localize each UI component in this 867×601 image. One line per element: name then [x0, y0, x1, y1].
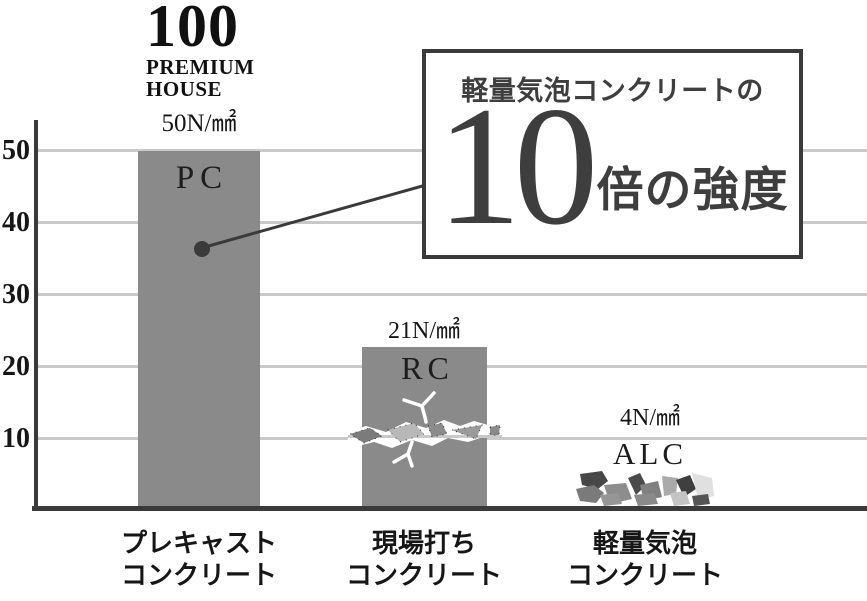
category-label-line: コンクリート: [120, 561, 277, 590]
value-label-alc: 4N/㎟: [620, 405, 680, 431]
category-label-line: コンクリート: [345, 561, 502, 590]
callout-text-line2: 10 倍の強度: [426, 72, 799, 261]
logo-number: 100: [146, 0, 239, 59]
category-label-line: 軽量気泡: [592, 529, 697, 558]
callout-suffix-text: 倍の強度: [596, 165, 789, 217]
category-label-cast-in-place: 現場打ち コンクリート: [319, 528, 529, 592]
bar-abbr-rc: RC: [401, 350, 454, 386]
bar-abbr-alc: ALC: [613, 436, 687, 471]
value-label-pc: 50N/㎟: [161, 110, 237, 137]
x-axis-line: [32, 506, 867, 511]
category-label-line: プレキャスト: [120, 529, 277, 558]
callout-text-line1: 軽量気泡コンクリートの: [461, 76, 764, 106]
y-tick-40: 40: [2, 207, 30, 238]
logo-word-premium: PREMIUM: [146, 55, 255, 79]
category-label-line: 現場打ち: [371, 529, 476, 558]
callout-big-number: 10: [436, 72, 599, 261]
y-tick-20: 20: [2, 351, 30, 382]
category-label-precast: プレキャスト コンクリート: [94, 528, 304, 592]
bar-abbr-pc: PC: [175, 160, 229, 196]
category-label-aerated: 軽量気泡 コンクリート: [540, 528, 750, 592]
gridline-30: [38, 293, 867, 296]
y-axis-line: [34, 120, 38, 511]
premium-house-logo: 100 PREMIUM HOUSE: [146, 0, 254, 100]
y-tick-30: 30: [2, 279, 30, 310]
y-tick-10: 10: [2, 423, 30, 454]
annotation-callout-box: 軽量気泡コンクリートの 10 倍の強度: [422, 49, 803, 259]
value-label-rc: 21N/㎟: [388, 318, 460, 344]
rubble-illustration: [576, 471, 714, 506]
bar-precast-concrete: PC: [138, 151, 260, 508]
logo-word-house: HOUSE: [146, 77, 223, 101]
category-label-line: コンクリート: [566, 561, 723, 590]
y-tick-50: 50: [2, 135, 30, 166]
crack-illustration: [348, 391, 502, 468]
